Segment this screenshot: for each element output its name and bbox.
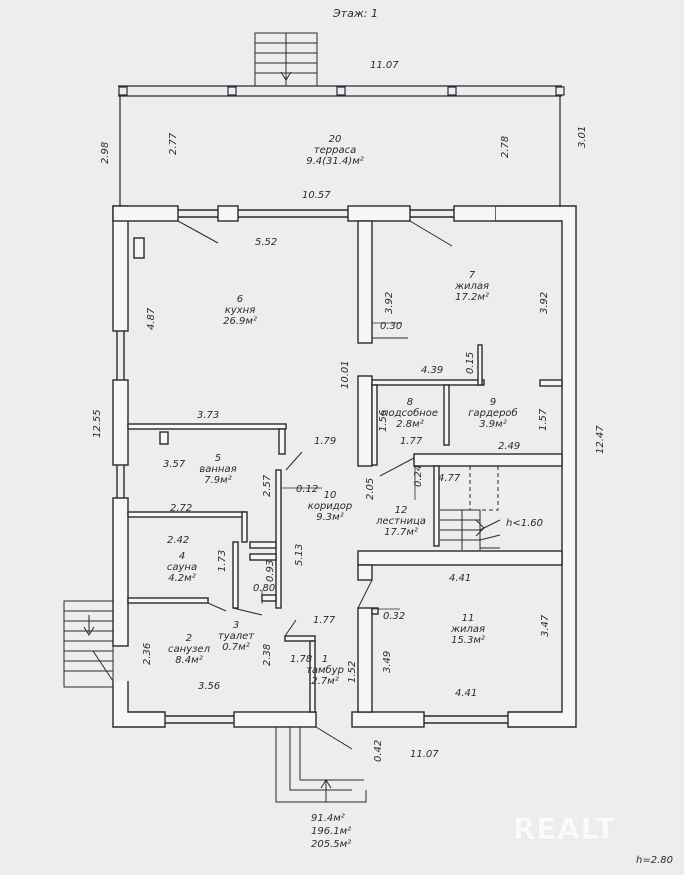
dim-room8-left: 1.56: [378, 409, 389, 432]
total-living-area: 91.4м²: [311, 813, 345, 824]
dim-bath-right: 2.57: [262, 474, 273, 497]
dim-room8-top: 4.39: [421, 365, 444, 376]
dim-room7-right: 3.92: [539, 291, 550, 314]
total-area: 205.5м²: [311, 839, 352, 850]
ceiling-height: h=2.80: [636, 855, 673, 866]
dim-sanuzel-right: 2.38: [262, 643, 273, 666]
dim-room9-right: 1.57: [538, 408, 549, 431]
dim-stair-top: 4.77: [438, 473, 461, 484]
dim-sauna-left: 2.42: [167, 535, 190, 546]
dim-terrace-right-outer: 3.01: [577, 125, 588, 148]
dim-stair-height: h<1.60: [506, 518, 543, 529]
entrance-porch: [275, 727, 367, 803]
dim-terrace-left-outer: 2.98: [100, 141, 111, 164]
dim-bath-top: 3.73: [197, 410, 220, 421]
dim-sauna-top: 2.72: [170, 503, 193, 514]
dim-room11-left: 3.49: [382, 650, 393, 673]
dim-corridor-top: 1.79: [314, 436, 337, 447]
dim-room11-bottom: 4.41: [455, 688, 478, 699]
total-general-area: 196.1м²: [311, 826, 352, 837]
dim-wall-093: 0.93: [265, 559, 276, 582]
dim-kitchen-top: 5.52: [255, 237, 278, 248]
dim-kitchen-left: 4.87: [146, 307, 157, 330]
dim-wall-030: 0.30: [380, 321, 403, 332]
dim-kitchen-right: 10.01: [340, 360, 351, 389]
terrace-stairs: [254, 32, 318, 87]
dim-vestibule-left: 1.78: [290, 654, 313, 665]
dim-corridor-right: 5.13: [294, 543, 305, 566]
dim-stair-bottom: 4.41: [449, 573, 472, 584]
dim-wall-032: 0.32: [383, 611, 406, 622]
dim-toilet-width: 0.80: [253, 583, 276, 594]
dim-terrace-right-inner: 2.78: [500, 135, 511, 158]
dim-wall-042: 0.42: [373, 739, 384, 762]
dim-vestibule-top: 1.77: [313, 615, 336, 626]
dim-house-top: 10.57: [302, 190, 331, 201]
dim-room11-right: 3.47: [540, 614, 551, 637]
dim-sauna-right: 1.73: [217, 549, 228, 572]
realt-watermark: REALT: [513, 812, 617, 846]
dim-terrace-left-inner: 2.77: [168, 132, 179, 155]
floor-title: Этаж: 1: [333, 7, 378, 20]
dim-room8-bottom: 1.77: [400, 436, 423, 447]
internal-staircase: [440, 465, 501, 550]
dim-stair-left: 2.05: [365, 477, 376, 500]
dim-wall-015: 0.15: [465, 351, 476, 374]
dim-sanuzel-left: 2.36: [142, 642, 153, 665]
door-swings: [92, 220, 453, 750]
side-stairs: [63, 600, 114, 688]
dim-terrace-width: 11.07: [370, 60, 399, 71]
dim-room9-bottom: 2.49: [498, 441, 521, 452]
dim-wall-024: 0.24: [413, 464, 424, 487]
dim-left-outer: 12.55: [92, 409, 103, 438]
leader-lines: [261, 322, 416, 610]
dim-vestibule-right: 1.52: [347, 660, 358, 683]
dim-right-outer: 12.47: [595, 425, 606, 454]
dim-wall-012: 0.12: [296, 484, 319, 495]
exterior-walls: [112, 205, 577, 728]
terrace: [118, 85, 565, 206]
dim-room7-left: 3.92: [384, 291, 395, 314]
interior-walls: [127, 220, 563, 713]
dim-bath-left: 3.57: [163, 459, 186, 470]
dim-sanuzel-bottom: 3.56: [198, 681, 221, 692]
dim-house-bottom: 11.07: [410, 749, 439, 760]
